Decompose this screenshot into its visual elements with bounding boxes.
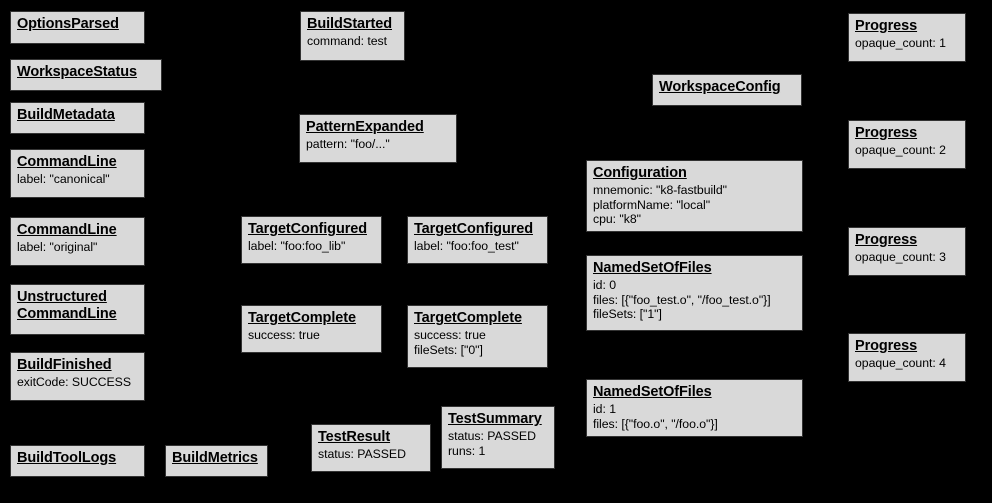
event-node-title: WorkspaceConfig bbox=[659, 79, 781, 95]
event-node-progress-4[interactable]: Progress opaque_count: 4 bbox=[848, 333, 966, 382]
event-node-build-started[interactable]: BuildStarted command: test bbox=[300, 11, 405, 61]
event-node-title: TestResult bbox=[318, 429, 391, 445]
event-node-fields: opaque_count: 3 bbox=[855, 250, 946, 265]
event-node-progress-3[interactable]: Progress opaque_count: 3 bbox=[848, 227, 966, 276]
event-node-pattern-expanded[interactable]: PatternExpanded pattern: "foo/..." bbox=[299, 114, 457, 163]
event-node-fields: id: 0 files: [{"foo_test.o", "/foo_test.… bbox=[593, 278, 771, 322]
event-node-command-line-original[interactable]: CommandLine label: "original" bbox=[10, 217, 145, 266]
event-node-test-summary[interactable]: TestSummary status: PASSED runs: 1 bbox=[441, 406, 555, 469]
event-node-target-complete-lib[interactable]: TargetComplete success: true bbox=[241, 305, 382, 353]
event-node-title: Unstructured CommandLine bbox=[17, 289, 117, 323]
event-node-fields: opaque_count: 2 bbox=[855, 143, 946, 158]
event-node-build-tool-logs[interactable]: BuildToolLogs bbox=[10, 445, 145, 477]
event-node-fields: pattern: "foo/..." bbox=[306, 137, 390, 152]
event-node-title: Progress bbox=[855, 338, 918, 354]
event-node-title: BuildFinished bbox=[17, 357, 112, 373]
event-node-title: TargetComplete bbox=[414, 310, 522, 326]
event-node-fields: label: "foo:foo_test" bbox=[414, 239, 519, 254]
event-node-fields: command: test bbox=[307, 34, 387, 49]
event-node-title: PatternExpanded bbox=[306, 119, 424, 135]
event-node-build-finished[interactable]: BuildFinished exitCode: SUCCESS bbox=[10, 352, 145, 401]
event-node-title: BuildToolLogs bbox=[17, 450, 117, 466]
event-node-unstructured-command-line[interactable]: Unstructured CommandLine bbox=[10, 284, 145, 335]
event-node-workspace-status[interactable]: WorkspaceStatus bbox=[10, 59, 162, 91]
event-node-fields: opaque_count: 4 bbox=[855, 356, 946, 371]
event-node-title: BuildMetadata bbox=[17, 107, 115, 123]
event-node-target-complete-test[interactable]: TargetComplete success: true fileSets: ["… bbox=[407, 305, 548, 368]
event-node-title: Progress bbox=[855, 18, 918, 34]
event-node-named-set-of-files-0[interactable]: NamedSetOfFiles id: 0 files: [{"foo_test.… bbox=[586, 255, 803, 331]
event-node-title: Progress bbox=[855, 125, 918, 141]
event-node-title: BuildStarted bbox=[307, 16, 393, 32]
event-node-fields: success: true bbox=[248, 328, 320, 343]
event-node-fields: label: "canonical" bbox=[17, 172, 110, 187]
event-node-title: CommandLine bbox=[17, 154, 117, 170]
event-node-fields: label: "foo:foo_lib" bbox=[248, 239, 346, 254]
event-node-progress-2[interactable]: Progress opaque_count: 2 bbox=[848, 120, 966, 169]
event-node-configuration[interactable]: Configuration mnemonic: "k8-fastbuild" pl… bbox=[586, 160, 803, 232]
event-node-test-result[interactable]: TestResult status: PASSED bbox=[311, 424, 431, 472]
event-node-fields: status: PASSED runs: 1 bbox=[448, 429, 536, 458]
event-node-fields: exitCode: SUCCESS bbox=[17, 375, 131, 390]
event-node-fields: opaque_count: 1 bbox=[855, 36, 946, 51]
event-node-target-configured-foo-lib[interactable]: TargetConfigured label: "foo:foo_lib" bbox=[241, 216, 382, 264]
event-node-title: BuildMetrics bbox=[172, 450, 258, 466]
event-node-build-metrics[interactable]: BuildMetrics bbox=[165, 445, 268, 477]
event-node-fields: id: 1 files: [{"foo.o", "/foo.o"}] bbox=[593, 402, 718, 431]
event-node-title: OptionsParsed bbox=[17, 16, 119, 32]
event-node-title: TargetComplete bbox=[248, 310, 356, 326]
event-node-command-line-canonical[interactable]: CommandLine label: "canonical" bbox=[10, 149, 145, 198]
event-node-title: TargetConfigured bbox=[248, 221, 367, 237]
event-node-title: NamedSetOfFiles bbox=[593, 260, 712, 276]
event-node-title: WorkspaceStatus bbox=[17, 64, 137, 80]
event-node-fields: status: PASSED bbox=[318, 447, 406, 462]
event-node-title: NamedSetOfFiles bbox=[593, 384, 712, 400]
event-node-options-parsed[interactable]: OptionsParsed bbox=[10, 11, 145, 44]
event-node-fields: label: "original" bbox=[17, 240, 98, 255]
event-node-fields: mnemonic: "k8-fastbuild" platformName: "… bbox=[593, 183, 727, 227]
event-node-title: Configuration bbox=[593, 165, 687, 181]
event-node-target-configured-foo-test[interactable]: TargetConfigured label: "foo:foo_test" bbox=[407, 216, 548, 264]
event-node-fields: success: true fileSets: ["0"] bbox=[414, 328, 486, 357]
event-node-build-metadata[interactable]: BuildMetadata bbox=[10, 102, 145, 134]
event-node-title: Progress bbox=[855, 232, 918, 248]
event-node-workspace-config[interactable]: WorkspaceConfig bbox=[652, 74, 802, 106]
event-node-named-set-of-files-1[interactable]: NamedSetOfFiles id: 1 files: [{"foo.o", "… bbox=[586, 379, 803, 437]
event-node-title: TestSummary bbox=[448, 411, 542, 427]
event-node-title: TargetConfigured bbox=[414, 221, 533, 237]
event-node-title: CommandLine bbox=[17, 222, 117, 238]
event-node-progress-1[interactable]: Progress opaque_count: 1 bbox=[848, 13, 966, 62]
